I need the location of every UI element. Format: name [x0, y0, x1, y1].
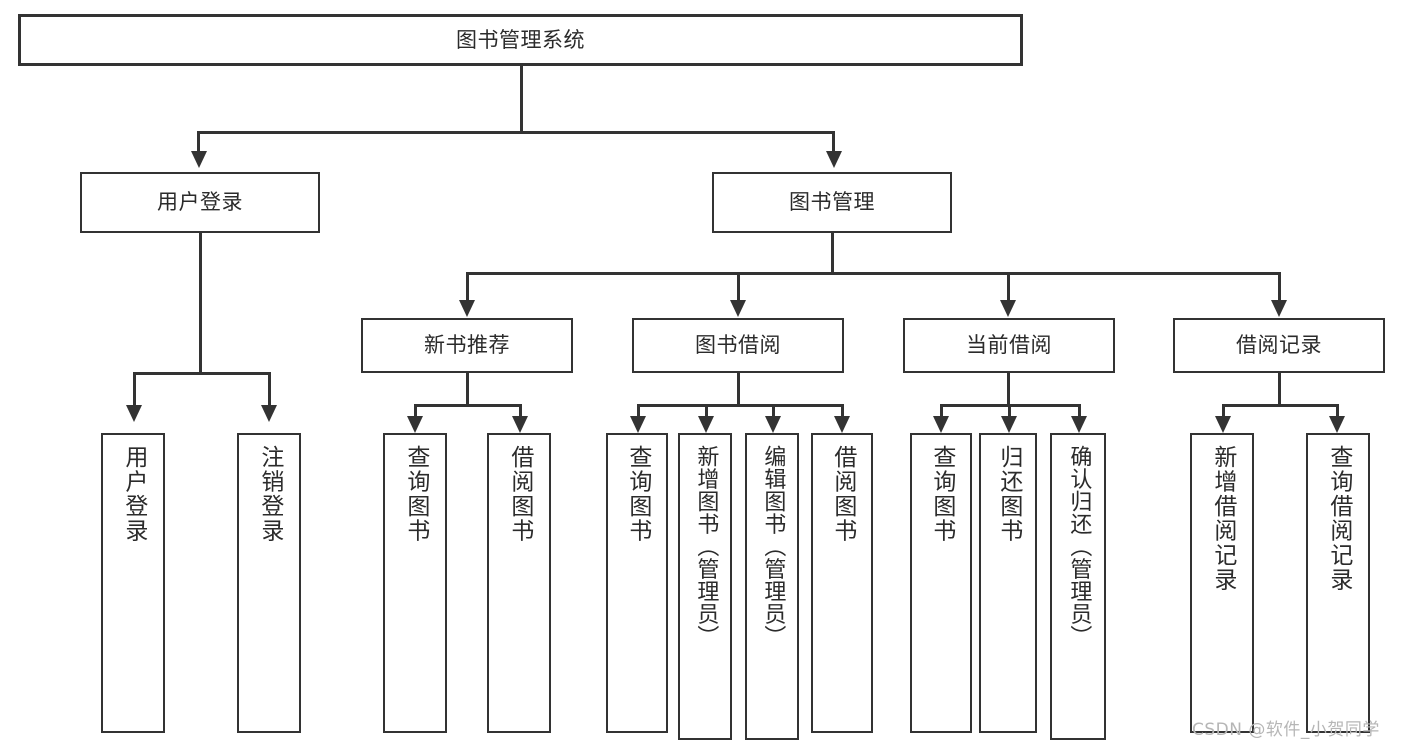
arrowhead-leaf-confirm-return	[1071, 416, 1087, 433]
node-label: 借阅图书	[506, 445, 533, 543]
arrowhead-current-borrow	[1000, 300, 1016, 317]
node-label: 查询图书	[624, 445, 651, 543]
arrowhead-user-login	[191, 151, 207, 168]
arrowhead-leaf-borrow-book-2	[834, 416, 850, 433]
connector-newbook-drop-1	[414, 404, 417, 418]
connector-userlogin-bus	[133, 372, 268, 375]
leaf-return-book[interactable]: 归还图书	[979, 433, 1037, 733]
leaf-borrow-book-recommend[interactable]: 借阅图书	[487, 433, 551, 733]
node-root-system[interactable]: 图书管理系统	[18, 14, 1023, 66]
leaf-user-login[interactable]: 用户登录	[101, 433, 165, 733]
arrowhead-leaf-edit-book	[765, 416, 781, 433]
node-current-borrow[interactable]: 当前借阅	[903, 318, 1115, 373]
arrowhead-leaf-return-book	[1001, 416, 1017, 433]
connector-currentborrow-drop-1	[940, 404, 943, 418]
node-new-book-recommend[interactable]: 新书推荐	[361, 318, 573, 373]
node-book-management[interactable]: 图书管理	[712, 172, 952, 233]
arrowhead-leaf-borrow-book-1	[512, 416, 528, 433]
node-label: 图书管理	[789, 190, 875, 215]
node-label: 新增借阅记录	[1209, 445, 1236, 592]
connector-root-drop-2	[832, 131, 835, 153]
connector-bookmgmt-drop-1	[466, 272, 469, 302]
leaf-add-borrow-record[interactable]: 新增借阅记录	[1190, 433, 1254, 733]
node-label: 新增图书（管理员）	[693, 445, 719, 648]
connector-bookmgmt-drop-2	[737, 272, 740, 302]
connector-currentborrow-stem	[1007, 373, 1010, 406]
connector-bookborrow-drop-1	[637, 404, 640, 418]
leaf-confirm-return[interactable]: 确认归还（管理员）	[1050, 433, 1106, 740]
arrowhead-leaf-add-book	[698, 416, 714, 433]
node-label: 借阅图书	[829, 445, 856, 543]
arrowhead-leaf-query-book-3	[933, 416, 949, 433]
arrowhead-leaf-add-record	[1215, 416, 1231, 433]
connector-currentborrow-drop-3	[1078, 404, 1081, 418]
connector-userlogin-drop-2	[268, 372, 271, 407]
node-label: 图书借阅	[695, 333, 781, 358]
leaf-query-book-borrow[interactable]: 查询图书	[606, 433, 668, 733]
connector-root-stem	[520, 66, 523, 133]
arrowhead-leaf-query-record	[1329, 416, 1345, 433]
node-label: 图书管理系统	[456, 27, 585, 52]
connector-bookborrow-drop-2	[705, 404, 708, 418]
arrowhead-borrow-record	[1271, 300, 1287, 317]
connector-bookborrow-drop-4	[841, 404, 844, 418]
arrowhead-leaf-query-book-2	[630, 416, 646, 433]
arrowhead-leaf-logout	[261, 405, 277, 422]
connector-newbook-bus	[414, 404, 520, 407]
node-label: 当前借阅	[966, 333, 1052, 358]
arrowhead-new-book	[459, 300, 475, 317]
leaf-query-book-current[interactable]: 查询图书	[910, 433, 972, 733]
connector-borrowrecord-stem	[1278, 373, 1281, 406]
connector-borrowrecord-drop-2	[1336, 404, 1339, 418]
node-label: 查询图书	[928, 445, 955, 543]
connector-newbook-drop-2	[519, 404, 522, 418]
leaf-edit-book[interactable]: 编辑图书（管理员）	[745, 433, 799, 740]
connector-bookborrow-stem	[737, 373, 740, 406]
arrowhead-book-manage	[826, 151, 842, 168]
connector-bookmgmt-drop-3	[1007, 272, 1010, 302]
node-label: 用户登录	[120, 445, 147, 543]
arrowhead-leaf-user-login	[126, 405, 142, 422]
node-label: 归还图书	[995, 445, 1022, 543]
node-book-borrow[interactable]: 图书借阅	[632, 318, 844, 373]
connector-bookborrow-drop-3	[772, 404, 775, 418]
node-label: 查询借阅记录	[1325, 445, 1352, 592]
node-label: 确认归还（管理员）	[1066, 445, 1092, 648]
node-label: 用户登录	[157, 190, 243, 215]
connector-bookmgmt-drop-4	[1278, 272, 1281, 302]
node-label: 注销登录	[256, 445, 283, 543]
leaf-add-book[interactable]: 新增图书（管理员）	[678, 433, 732, 740]
node-label: 新书推荐	[424, 333, 510, 358]
connector-bookborrow-bus	[637, 404, 842, 407]
leaf-logout[interactable]: 注销登录	[237, 433, 301, 733]
leaf-query-borrow-record[interactable]: 查询借阅记录	[1306, 433, 1370, 733]
node-label: 借阅记录	[1236, 333, 1322, 358]
connector-currentborrow-drop-2	[1008, 404, 1011, 418]
connector-borrowrecord-bus	[1222, 404, 1337, 407]
arrowhead-book-borrow	[730, 300, 746, 317]
node-borrow-record[interactable]: 借阅记录	[1173, 318, 1385, 373]
connector-root-bus	[197, 131, 834, 134]
connector-userlogin-drop-1	[133, 372, 136, 407]
leaf-query-book-recommend[interactable]: 查询图书	[383, 433, 447, 733]
watermark-csdn: CSDN @软件_小贺同学	[1192, 720, 1380, 740]
node-label: 查询图书	[402, 445, 429, 543]
connector-bookmgmt-bus	[466, 272, 1280, 275]
arrowhead-leaf-query-book-1	[407, 416, 423, 433]
connector-bookmgmt-stem	[831, 233, 834, 274]
connector-borrowrecord-drop-1	[1222, 404, 1225, 418]
node-label: 编辑图书（管理员）	[760, 445, 786, 648]
connector-newbook-stem	[466, 373, 469, 406]
connector-root-drop-1	[197, 131, 200, 153]
leaf-borrow-book[interactable]: 借阅图书	[811, 433, 873, 733]
connector-userlogin-stem	[199, 233, 202, 374]
node-user-login[interactable]: 用户登录	[80, 172, 320, 233]
